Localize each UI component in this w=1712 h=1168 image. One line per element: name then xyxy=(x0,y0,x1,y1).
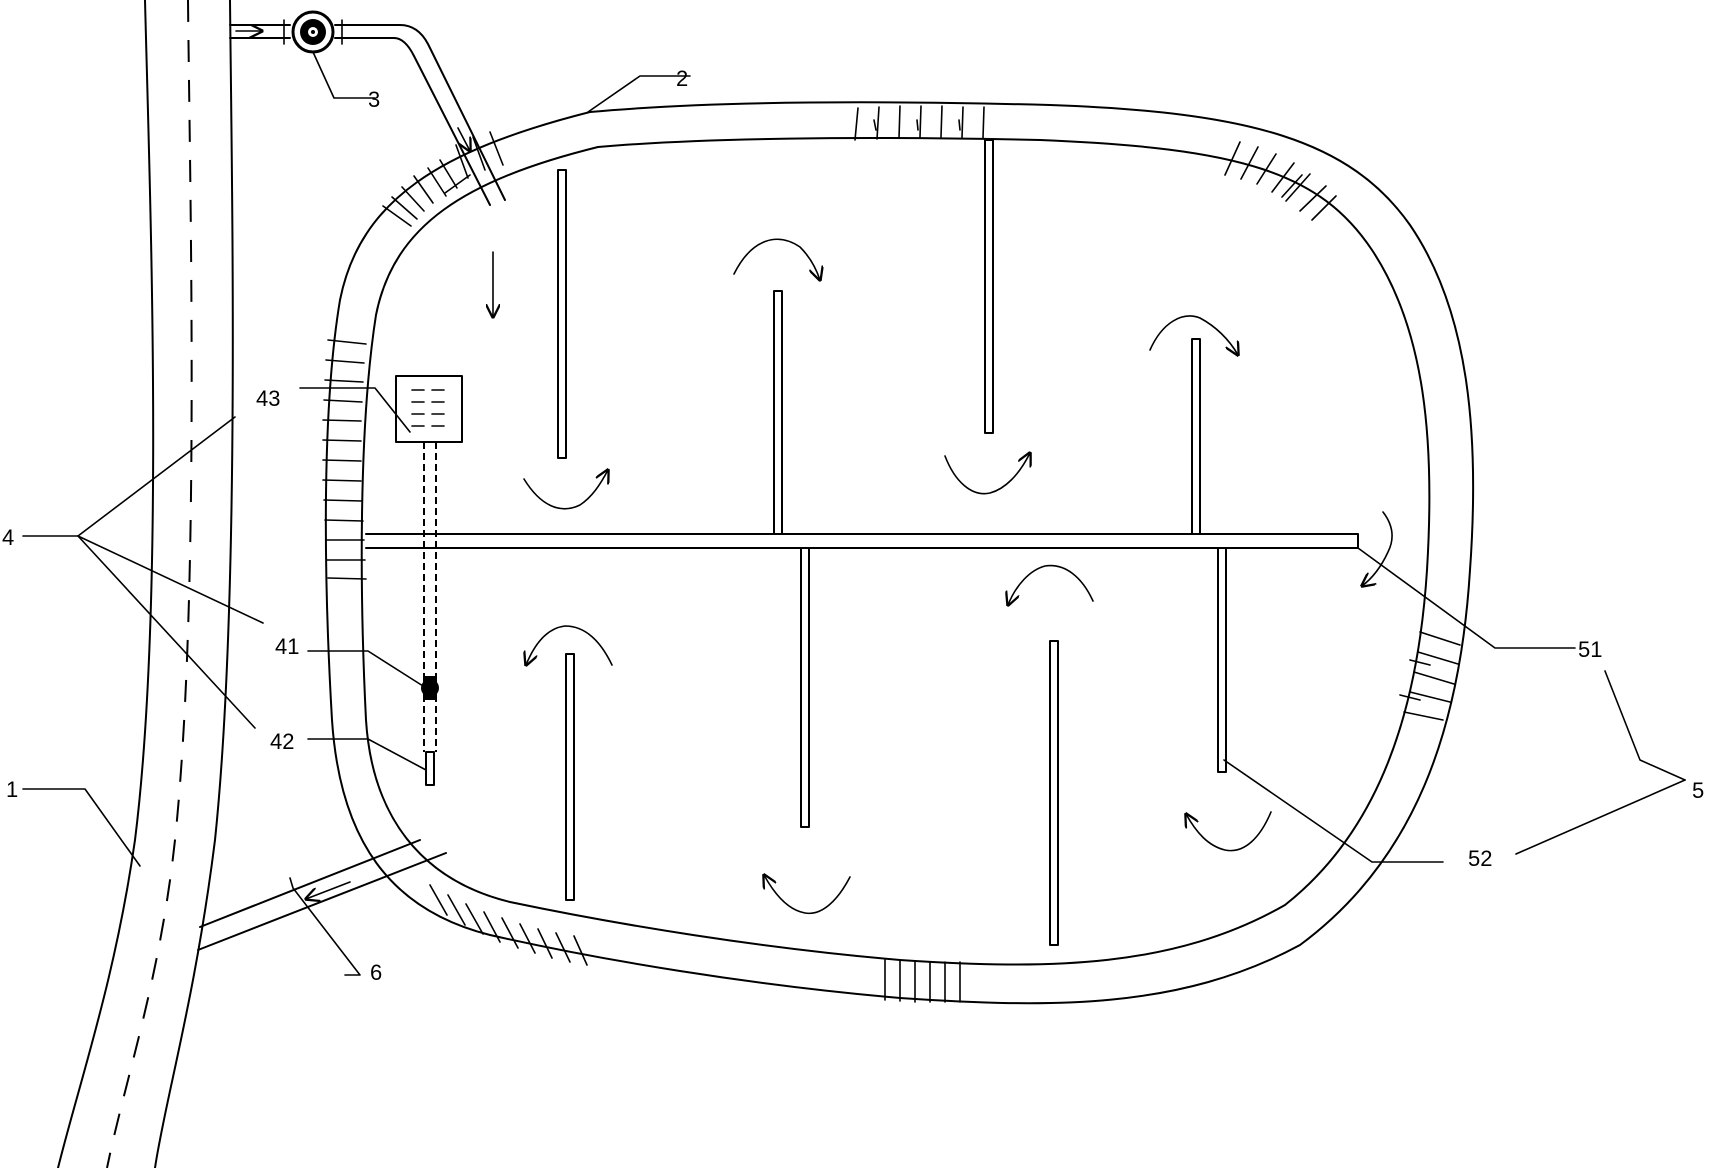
flow-arrow-icon xyxy=(526,625,613,665)
flow-arrow-icon xyxy=(523,470,608,510)
leader-lines xyxy=(22,51,1686,976)
label-outlet-channel: 6 xyxy=(370,960,382,985)
label-branch-baffle: 52 xyxy=(1468,846,1492,871)
baffle-upper-1 xyxy=(557,169,567,459)
road xyxy=(57,0,234,1168)
branch-baffle xyxy=(1217,547,1227,773)
flow-arrow-icon xyxy=(1362,511,1393,586)
flow-arrow-icon xyxy=(1008,564,1094,605)
label-treatment-unit: 4 xyxy=(2,525,14,550)
label-dosing-box: 43 xyxy=(256,386,280,411)
inlet-pipe xyxy=(229,19,506,206)
flow-arrow-icon xyxy=(733,238,820,280)
flow-arrow-icon xyxy=(944,453,1030,495)
label-baffle-system: 5 xyxy=(1692,778,1704,803)
pond-wall xyxy=(324,101,1475,1005)
baffle-upper-2 xyxy=(773,290,783,535)
label-pond-wall: 2 xyxy=(676,66,688,91)
label-main-baffle: 51 xyxy=(1578,637,1602,662)
road-center-line xyxy=(106,0,193,1168)
flow-arrow-icon xyxy=(764,875,851,915)
pump-icon xyxy=(291,10,335,54)
baffle-system xyxy=(365,139,1359,946)
outlet-channel xyxy=(197,839,447,951)
flow-arrows xyxy=(493,238,1393,915)
dosing-box xyxy=(395,375,463,443)
baffle-upper-3 xyxy=(984,139,994,434)
baffle-upper-4 xyxy=(1191,338,1201,535)
treatment-unit xyxy=(395,375,463,786)
baffle-lower-1 xyxy=(565,653,575,901)
label-inlet-pump: 3 xyxy=(368,87,380,112)
main-baffle xyxy=(365,533,1359,549)
flow-arrow-icon xyxy=(1186,812,1272,852)
wall-hatching xyxy=(322,105,1461,1003)
reference-labels: 1 2 3 4 41 42 43 5 51 52 6 xyxy=(2,66,1704,985)
baffle-lower-2 xyxy=(800,547,810,828)
baffle-lower-3 xyxy=(1049,640,1059,946)
label-road: 1 xyxy=(6,777,18,802)
flow-arrow-icon xyxy=(1149,315,1238,355)
label-valve: 42 xyxy=(270,729,294,754)
label-pipe: 41 xyxy=(275,634,299,659)
